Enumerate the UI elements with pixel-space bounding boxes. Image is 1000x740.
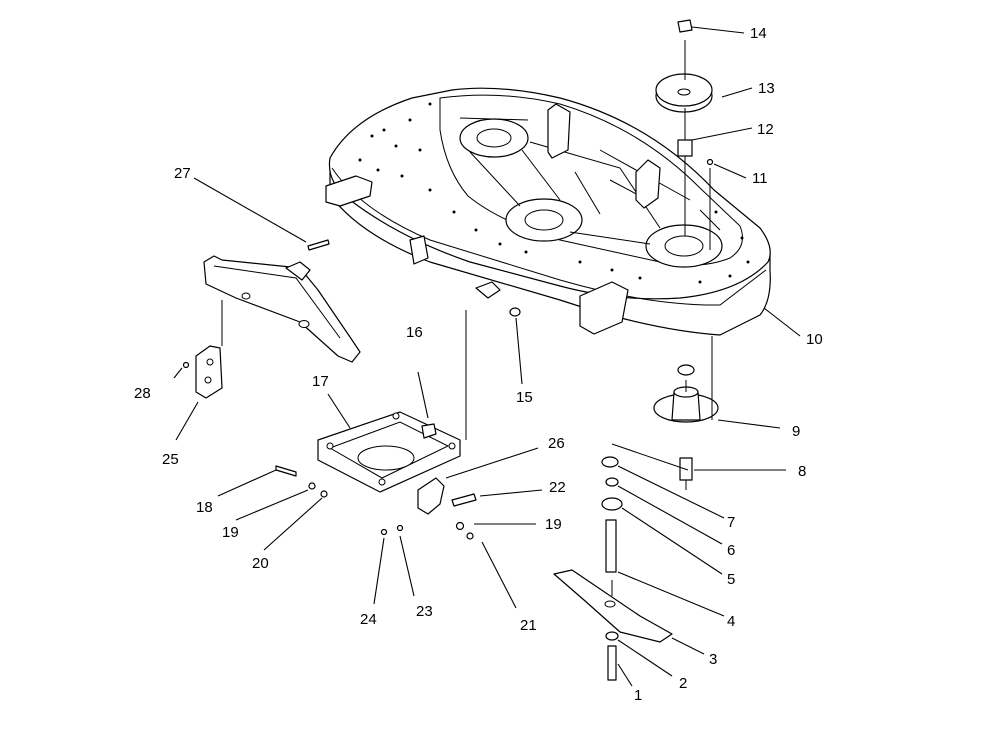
callout-3: 3 (709, 651, 717, 668)
hanger-screw (182, 361, 190, 369)
callout-13: 13 (758, 80, 775, 97)
callout-18: 18 (196, 499, 213, 516)
callout-2: 2 (679, 675, 687, 692)
mower-deck-housing (325, 87, 771, 336)
callout-22: 22 (549, 479, 566, 496)
leader-lines (173, 26, 801, 687)
callout-labels: 1 2 3 4 5 6 7 8 9 10 11 12 13 14 15 16 1… (134, 25, 823, 704)
callout-21: 21 (520, 617, 537, 634)
hanger-pin (307, 239, 330, 251)
small-fasteners (275, 465, 477, 540)
callout-20: 20 (252, 555, 269, 572)
callout-8: 8 (798, 463, 806, 480)
deck-bolt (509, 307, 521, 317)
hanger-bracket (195, 345, 223, 399)
callout-19: 19 (222, 524, 239, 541)
callout-12: 12 (757, 121, 774, 138)
spindle-stack (553, 19, 719, 681)
callout-11: 11 (752, 170, 768, 187)
callout-15: 15 (516, 389, 533, 406)
callout-26: 26 (548, 435, 565, 452)
plate-fastener (421, 423, 437, 439)
callout-9: 9 (792, 423, 800, 440)
idler-bracket (417, 477, 445, 515)
callout-4: 4 (727, 613, 735, 630)
assembly-lines (221, 40, 713, 596)
callout-17: 17 (312, 373, 329, 390)
callout-1: 1 (634, 687, 642, 704)
callout-25: 25 (162, 451, 179, 468)
callout-19: 19 (545, 516, 562, 533)
callout-28: 28 (134, 385, 151, 402)
deck-mounting-holes (358, 102, 750, 284)
callout-14: 14 (750, 25, 767, 42)
front-hanger-bracket (203, 255, 361, 363)
callout-27: 27 (174, 165, 191, 182)
callout-7: 7 (727, 514, 735, 531)
callout-5: 5 (727, 571, 735, 588)
callout-23: 23 (416, 603, 433, 620)
callout-6: 6 (727, 542, 735, 559)
callout-24: 24 (360, 611, 377, 628)
callout-10: 10 (806, 331, 823, 348)
callout-16: 16 (406, 324, 423, 341)
